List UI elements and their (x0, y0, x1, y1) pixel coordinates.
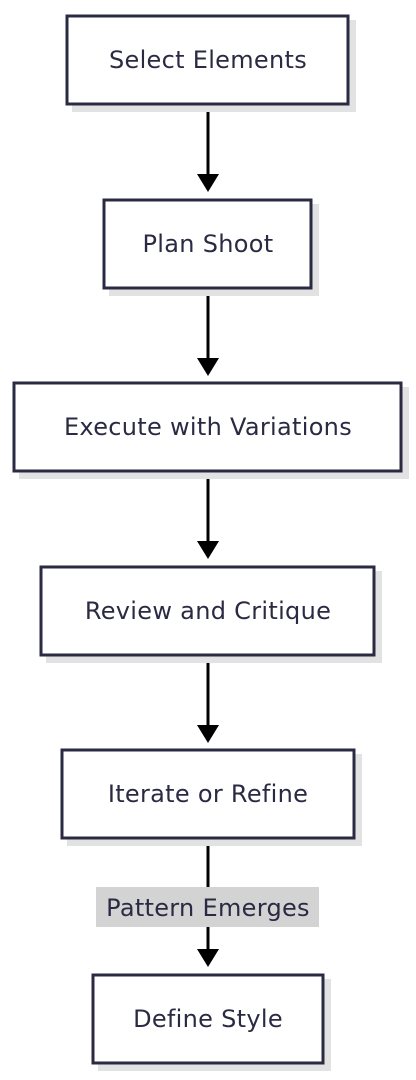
edge-label-background (96, 887, 319, 927)
edge-review-to-iterate (197, 655, 219, 743)
node-box (65, 14, 350, 106)
arrowhead-icon (197, 725, 219, 743)
arrowhead-icon (197, 949, 219, 967)
node-label: Review and Critique (85, 597, 331, 625)
node-box (91, 973, 325, 1065)
arrowhead-icon (197, 358, 219, 376)
arrowhead-icon (197, 541, 219, 559)
node-select-elements: Select Elements (65, 14, 356, 112)
node-box (60, 748, 356, 840)
node-box (12, 381, 403, 473)
node-label: Select Elements (109, 46, 307, 74)
arrowhead-icon (197, 174, 219, 192)
node-label: Define Style (133, 1005, 283, 1033)
edge-plan-to-execute (197, 288, 219, 376)
edge-label-pattern-emerges: Pattern Emerges (106, 894, 310, 922)
node-plan-shoot: Plan Shoot (102, 198, 319, 296)
node-label: Plan Shoot (143, 230, 274, 258)
node-label: Iterate or Refine (108, 780, 308, 808)
node-define-style: Define Style (91, 973, 331, 1071)
edge-iterate-to-define: Pattern Emerges (96, 838, 319, 967)
node-execute-with-variations: Execute with Variations (12, 381, 409, 479)
edge-execute-to-review (197, 471, 219, 559)
node-box (102, 198, 313, 290)
node-iterate-or-refine: Iterate or Refine (60, 748, 362, 846)
node-box (39, 565, 376, 657)
node-label: Execute with Variations (64, 413, 352, 441)
edge-select-to-plan (197, 104, 219, 192)
node-review-and-critique: Review and Critique (39, 565, 382, 663)
